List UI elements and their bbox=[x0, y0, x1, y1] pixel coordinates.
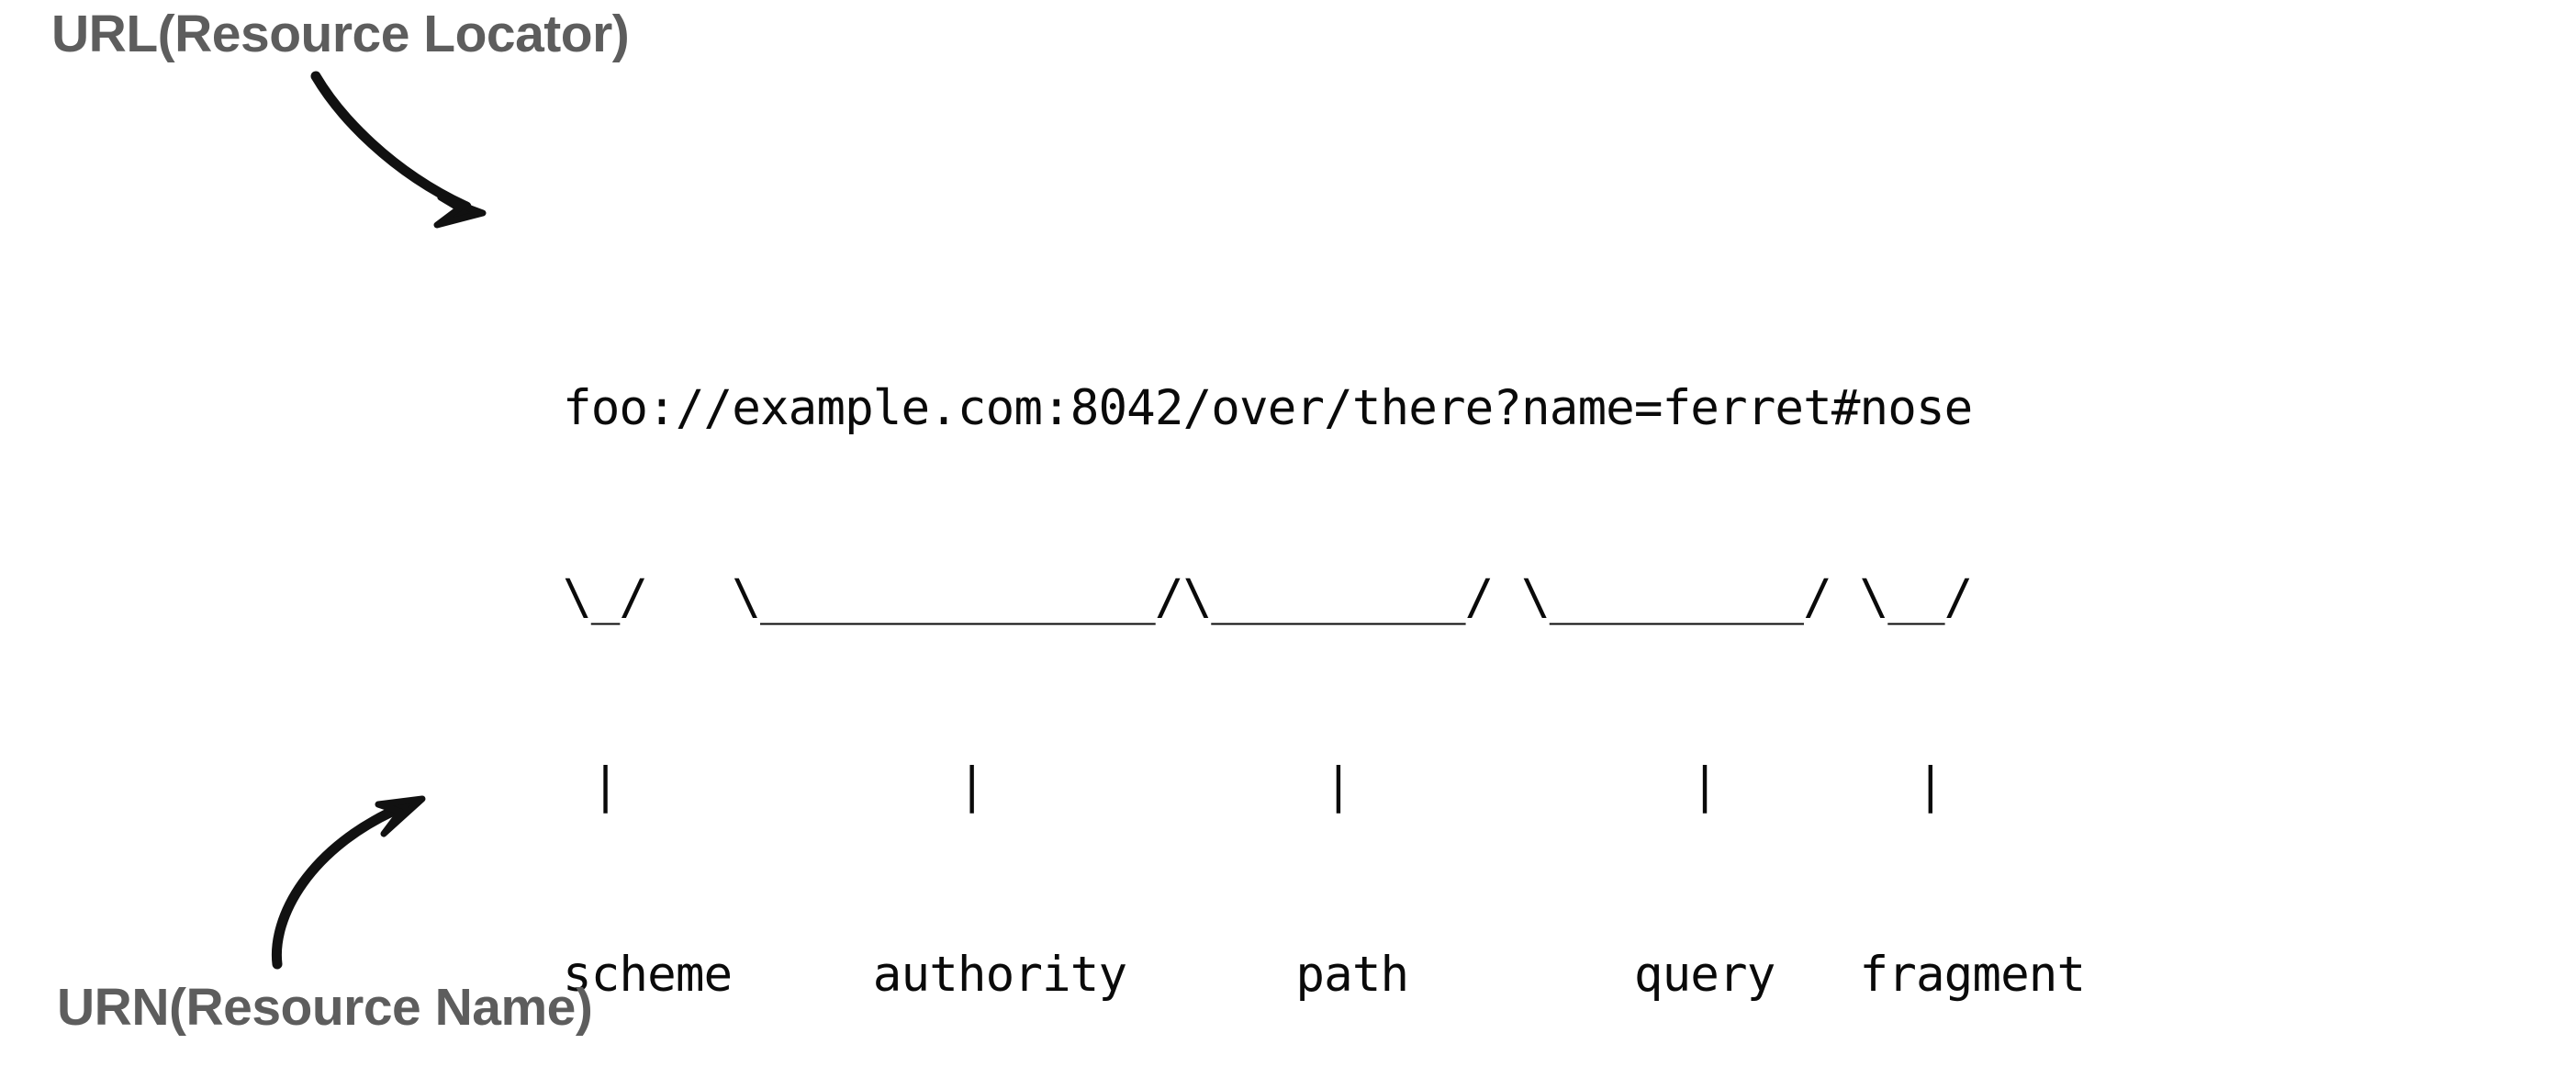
curved-arrow-down-right-icon bbox=[310, 71, 487, 229]
urn-annotation-label: URN(Resource Name) bbox=[57, 978, 593, 1037]
uri-bracket-row: \_/ \______________/\_________/ \_______… bbox=[563, 568, 1973, 625]
curved-arrow-up-right-icon bbox=[271, 795, 426, 970]
uri-ascii-diagram: foo://example.com:8042/over/there?name=f… bbox=[563, 252, 2086, 1078]
uri-example-line: foo://example.com:8042/over/there?name=f… bbox=[563, 380, 1973, 436]
uri-component-label-row: scheme authority path query fragment bbox=[563, 946, 2086, 1003]
uri-stem-row: | | | | | bbox=[563, 758, 1945, 814]
url-annotation-label: URL(Resource Locator) bbox=[51, 5, 630, 63]
